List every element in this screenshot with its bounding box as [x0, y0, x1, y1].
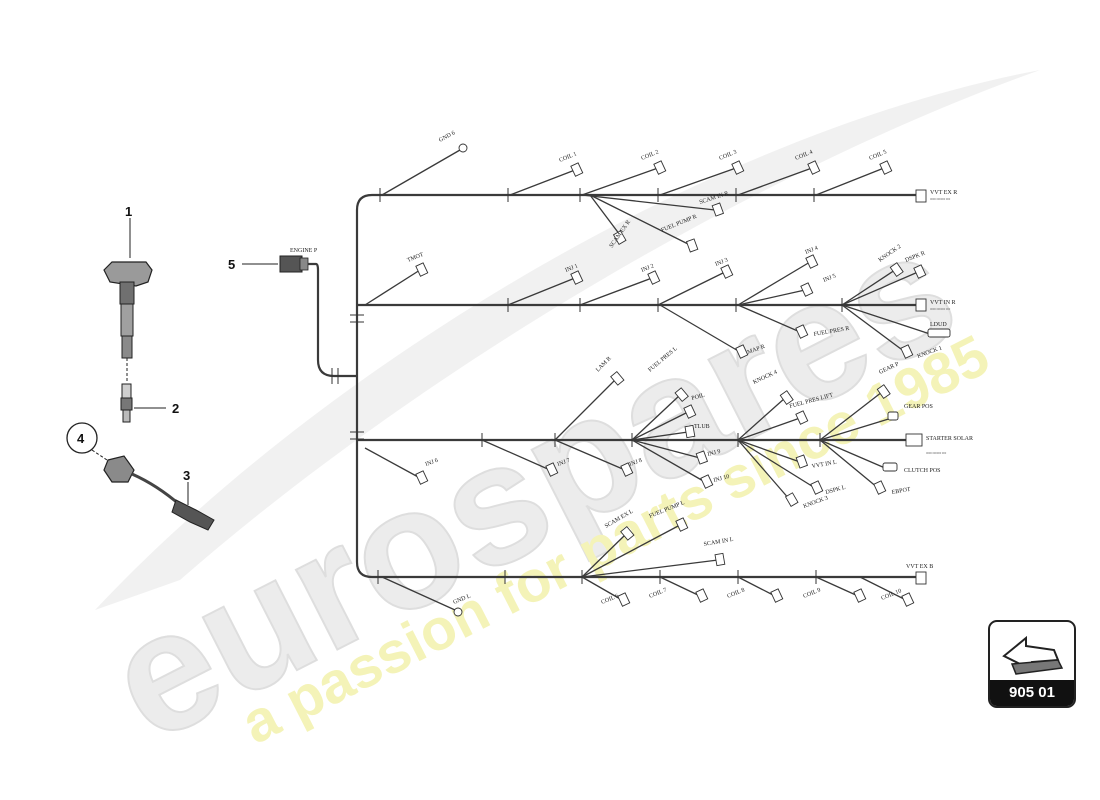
- branch-label-vvt-ex-b: VVT EX B: [906, 564, 933, 570]
- branch-label-inj-10: INJ 10: [713, 474, 730, 484]
- branch-label-coil-3: COIL 3: [719, 149, 738, 161]
- callout-4: 4: [77, 431, 85, 446]
- callout-2: 2: [172, 401, 179, 416]
- connector-body-icon: [279, 255, 303, 273]
- harness-clips: [377, 188, 843, 584]
- harness-trunk: [316, 193, 920, 579]
- arrow-icon: [1002, 635, 1064, 675]
- branch-label-coil-6: COIL 6: [601, 593, 620, 605]
- branch-label-vvt-in-l: VVT IN L: [811, 460, 837, 470]
- branch-label-gnd-6: GND 6: [438, 130, 456, 144]
- branch-label-inj-3: INJ 3: [715, 257, 729, 267]
- branch-label-inj-9: INJ 9: [707, 449, 721, 458]
- branch-label-coil-9: COIL 9: [803, 587, 822, 599]
- branch-label-inj-2: INJ 2: [641, 263, 655, 273]
- branch-label-inj-8: INJ 8: [629, 458, 643, 468]
- ignition-coil-icon: [103, 261, 153, 287]
- ground-eyelet-icon: [458, 143, 468, 153]
- callout-4-circle: [66, 422, 98, 454]
- branch-label-vvt-ex-r: VVT EX R: [930, 190, 957, 196]
- knock-sensor-icon: [103, 455, 135, 483]
- branch-label-ldud: LDUD: [930, 322, 947, 328]
- branch-label-inj-1: INJ 1: [565, 263, 579, 273]
- reference-badge: 905 01: [988, 620, 1076, 708]
- connector-starter-solar: [905, 433, 923, 447]
- junction-clips: [331, 314, 364, 440]
- branch-label-coil-5: COIL 5: [869, 149, 888, 161]
- branch-label-tlub: TLUB: [694, 424, 710, 430]
- spark-plug-icon: [121, 383, 132, 399]
- branch-label-coil-7: COIL 7: [649, 587, 668, 599]
- spark-plug: 2: [120, 383, 179, 423]
- branch-label-coil-1: COIL 1: [559, 151, 578, 163]
- branch-label-inj-5: INJ 5: [823, 273, 837, 283]
- branch-label-gear-pos: GEAR POS: [904, 404, 933, 410]
- branch-label-tmot: TMOT: [407, 252, 425, 264]
- branch-label-dspk-l: DSPK L: [825, 485, 847, 496]
- watermark-swoosh: [95, 70, 1040, 610]
- branch-label-poil: POIL: [691, 393, 706, 402]
- connector-5-label: ENGINE P: [290, 248, 318, 254]
- branch-label-inj-4: INJ 4: [805, 245, 819, 255]
- branch-label-scam-in-l: SCAM IN L: [703, 537, 734, 548]
- ignition-coil: 1: [103, 204, 153, 382]
- branch-label-starter-solar: STARTER SOLAR: [926, 436, 973, 442]
- reference-code: 905 01: [990, 680, 1074, 706]
- branch-label-vvt-in-r: VVT IN R: [930, 300, 956, 306]
- connector-vvt-ex-b: [915, 571, 927, 585]
- branch-label-inj-6: INJ 6: [425, 458, 439, 468]
- branch-label-clutch-pos: CLUTCH POS: [904, 468, 941, 474]
- branch-label-ebpot: EBPOT: [891, 487, 911, 496]
- knock-sensor: 4 3: [66, 422, 215, 531]
- branch-label-coil-8: COIL 8: [727, 587, 746, 599]
- branch-label-inj-7: INJ 7: [557, 458, 571, 468]
- callout-5: 5: [228, 257, 235, 272]
- main-connector-5: ENGINE P 5: [228, 248, 320, 273]
- connector-vvt-in-r: [915, 298, 927, 312]
- branch-label-coil-2: COIL 2: [641, 149, 660, 161]
- branch-label-coil-10: COIL 10: [881, 588, 903, 602]
- branch-sub-starter-solar: 0000 000000 000: [926, 451, 947, 455]
- ground-eyelet-icon: [453, 607, 463, 617]
- branch-sub-vvt-ex-r: 0000 000000 000: [930, 197, 951, 201]
- callout-3: 3: [183, 468, 190, 483]
- connector-vvt-ex-r: [915, 189, 927, 203]
- branch-label-knock-3: KNOCK 3: [803, 495, 829, 509]
- callout-1: 1: [125, 204, 132, 219]
- branch-label-map-r: MAP R: [747, 344, 766, 356]
- branch-sub-vvt-in-r: 0000 000000 000: [930, 307, 951, 311]
